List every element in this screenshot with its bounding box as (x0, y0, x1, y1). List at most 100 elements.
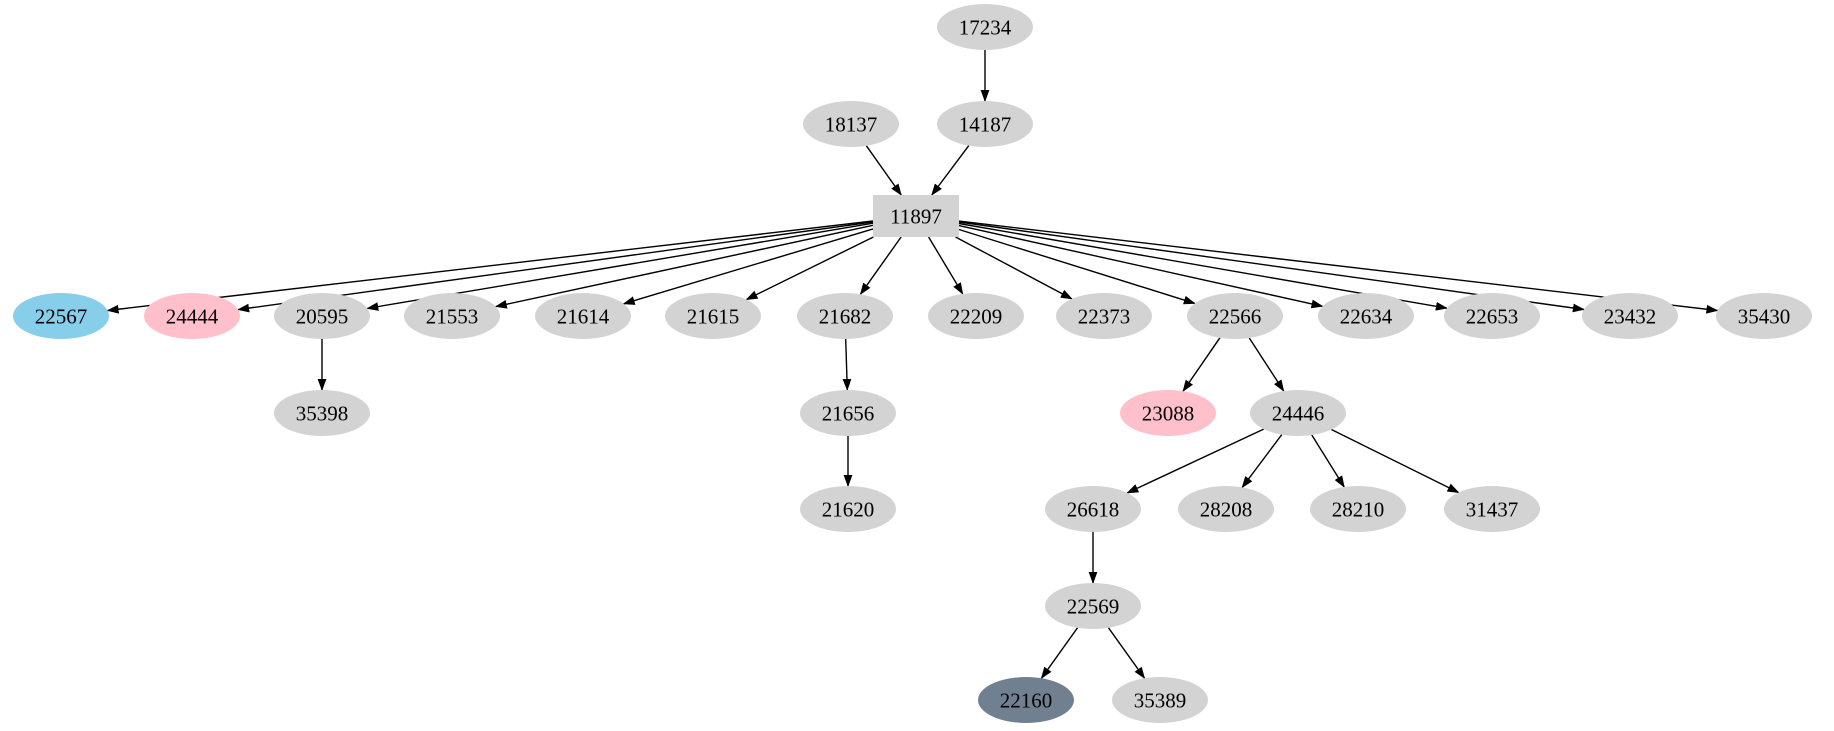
graph-node-22209: 22209 (928, 293, 1024, 339)
node-ellipse-35398 (274, 390, 370, 436)
graph-node-35398: 35398 (274, 390, 370, 436)
graph-node-20595: 20595 (274, 293, 370, 339)
edge-11897-35430 (958, 220, 1719, 314)
edge-22566-24446 (1248, 337, 1285, 392)
graph-node-21614: 21614 (535, 293, 631, 339)
graph-node-22373: 22373 (1056, 293, 1152, 339)
edge-11897-21615 (745, 236, 874, 301)
node-label-35430: 35430 (1738, 305, 1791, 329)
node-ellipse-22160 (978, 677, 1074, 723)
graph-node-22569: 22569 (1045, 583, 1141, 629)
node-label-22569: 22569 (1067, 595, 1120, 619)
edge-24446-28210 (1311, 434, 1345, 488)
node-ellipse-20595 (274, 293, 370, 339)
edge-11897-21682 (859, 236, 902, 296)
node-ellipse-22567 (13, 293, 109, 339)
node-ellipse-24446 (1250, 390, 1346, 436)
node-ellipse-21553 (404, 293, 500, 339)
node-ellipse-28208 (1178, 486, 1274, 532)
node-ellipse-22566 (1187, 293, 1283, 339)
node-label-11897: 11897 (890, 205, 942, 229)
node-label-21620: 21620 (822, 498, 875, 522)
graph-node-22653: 22653 (1444, 293, 1540, 339)
node-ellipse-22209 (928, 293, 1024, 339)
node-label-28208: 28208 (1200, 498, 1253, 522)
graph-node-18137: 18137 (803, 101, 899, 147)
edge-11897-22373 (955, 236, 1073, 300)
node-ellipse-26618 (1045, 486, 1141, 532)
graph-node-21620: 21620 (800, 486, 896, 532)
edge-22569-22160 (1040, 627, 1079, 680)
node-ellipse-22634 (1318, 293, 1414, 339)
edge-18137-11897 (865, 145, 902, 196)
node-label-22209: 22209 (950, 305, 1003, 329)
node-label-22160: 22160 (1000, 689, 1053, 713)
graph-node-21615: 21615 (665, 293, 761, 339)
graph-node-35430: 35430 (1716, 293, 1812, 339)
node-label-23088: 23088 (1142, 402, 1195, 426)
node-ellipse-21656 (800, 390, 896, 436)
node-ellipse-22653 (1444, 293, 1540, 339)
graph-node-28210: 28210 (1310, 486, 1406, 532)
node-label-21682: 21682 (819, 305, 872, 329)
edges-layer (106, 50, 1719, 680)
node-ellipse-23088 (1120, 390, 1216, 436)
edge-11897-24444 (237, 221, 874, 313)
node-ellipse-24444 (144, 293, 240, 339)
node-label-21656: 21656 (822, 402, 875, 426)
graph-node-22566: 22566 (1187, 293, 1283, 339)
node-label-22373: 22373 (1078, 305, 1131, 329)
node-label-28210: 28210 (1332, 498, 1385, 522)
node-label-22634: 22634 (1340, 305, 1393, 329)
graph-node-22567: 22567 (13, 293, 109, 339)
node-ellipse-14187 (937, 101, 1033, 147)
edge-14187-11897 (931, 145, 970, 196)
graph-node-11897: 11897 (873, 195, 959, 237)
graph-node-22160: 22160 (978, 677, 1074, 723)
node-label-26618: 26618 (1067, 498, 1120, 522)
graph-node-24444: 24444 (144, 293, 240, 339)
node-ellipse-35430 (1716, 293, 1812, 339)
node-label-21614: 21614 (557, 305, 610, 329)
node-label-14187: 14187 (959, 113, 1012, 137)
node-label-23432: 23432 (1604, 305, 1657, 329)
graph-node-21682: 21682 (797, 293, 893, 339)
edge-21682-21656 (842, 338, 852, 391)
edge-11897-22567 (106, 220, 874, 314)
node-ellipse-35389 (1112, 677, 1208, 723)
node-ellipse-28210 (1310, 486, 1406, 532)
graph-node-21553: 21553 (404, 293, 500, 339)
graph-node-23088: 23088 (1120, 390, 1216, 436)
edge-11897-21614 (622, 228, 874, 305)
node-ellipse-21682 (797, 293, 893, 339)
node-label-31437: 31437 (1466, 498, 1519, 522)
node-ellipse-18137 (803, 101, 899, 147)
graph-node-28208: 28208 (1178, 486, 1274, 532)
graph-node-24446: 24446 (1250, 390, 1346, 436)
graph-node-26618: 26618 (1045, 486, 1141, 532)
node-label-35389: 35389 (1134, 689, 1187, 713)
node-ellipse-23432 (1582, 293, 1678, 339)
graph-node-23432: 23432 (1582, 293, 1678, 339)
graph-node-22634: 22634 (1318, 293, 1414, 339)
node-ellipse-21614 (535, 293, 631, 339)
graph-node-14187: 14187 (937, 101, 1033, 147)
node-ellipse-31437 (1444, 486, 1540, 532)
node-box-11897 (873, 195, 959, 237)
edge-11897-21553 (494, 224, 874, 309)
node-ellipse-22569 (1045, 583, 1141, 629)
edge-11897-22566 (958, 228, 1196, 305)
node-label-35398: 35398 (296, 402, 349, 426)
node-ellipse-17234 (937, 4, 1033, 50)
node-label-20595: 20595 (296, 305, 349, 329)
graph-node-31437: 31437 (1444, 486, 1540, 532)
edge-24446-28208 (1241, 434, 1283, 489)
node-label-18137: 18137 (825, 113, 878, 137)
node-label-24446: 24446 (1272, 402, 1325, 426)
edge-11897-22209 (927, 236, 964, 295)
edge-22569-35389 (1107, 627, 1146, 680)
graph-node-35389: 35389 (1112, 677, 1208, 723)
